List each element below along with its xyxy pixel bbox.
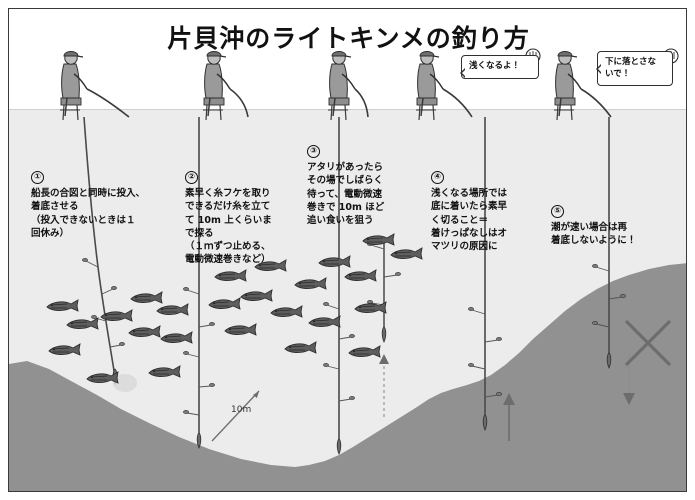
- cross-mark-icon: [624, 319, 672, 367]
- angler-icon: [327, 50, 369, 121]
- step-text-3: アタリがあったら その場でしばらく 待って、電動微速 巻きで 10m ほど 追い…: [307, 162, 385, 227]
- angler-icon: [59, 50, 130, 121]
- step-block-2: ② 素早く糸フケを取り できるだけ糸を立て て 10m 上くらいま で探る （１…: [185, 157, 301, 280]
- angler-icon: [415, 48, 541, 121]
- angler-icon: [553, 48, 679, 121]
- step-block-5: ⑤ 潮が速い場合は再 着底しないように！: [551, 191, 661, 261]
- diagram-frame: 片貝沖のライトキンメの釣り方 浅くなるよ！ 下に落とさな いで！ ① 船長の合図…: [8, 8, 687, 492]
- step-text-5: 潮が速い場合は再 着底しないように！: [551, 222, 637, 247]
- seabed-icon: [9, 263, 686, 491]
- step-number-5: ⑤: [551, 205, 564, 219]
- depth-arrow-icon: [211, 390, 260, 442]
- step-block-4: ④ 浅くなる場所では 底に着いたら素早 く切ること＝ 着けっぱなしはオ マツリの…: [431, 157, 527, 266]
- page-title: 片貝沖のライトキンメの釣り方: [167, 24, 530, 53]
- speech-bubble-dont-drop: 下に落とさな いで！: [596, 51, 673, 86]
- fishing-rig-icon: [82, 116, 137, 392]
- speech-bubble-shallow: 浅くなるよ！: [460, 55, 539, 79]
- step-number-1: ①: [31, 171, 44, 185]
- fishing-rig-icon: [468, 117, 502, 431]
- step-number-4: ④: [431, 171, 444, 185]
- step-block-3: ③ アタリがあったら その場でしばらく 待って、電動微速 巻きで 10m ほど …: [307, 131, 417, 240]
- step-number-2: ②: [185, 171, 198, 185]
- fishing-rig-icon: [183, 117, 215, 449]
- fishing-rig-icon: [323, 117, 355, 455]
- up-arrow-icon: [503, 393, 515, 441]
- step-block-1: ① 船長の合図と同時に投入、 着底させる （投入できないときは１ 回休み）: [31, 157, 153, 253]
- scene-layer: [9, 116, 686, 491]
- step-text-2: 素早く糸フケを取り できるだけ糸を立て て 10m 上くらいま で探る （１ｍず…: [185, 188, 272, 266]
- angler-layer: [59, 48, 679, 121]
- lift-path-icon: [379, 354, 389, 417]
- angler-icon: [202, 50, 249, 121]
- step-number-3: ③: [307, 145, 320, 159]
- depth-label-10m: 10m: [231, 405, 252, 415]
- step-text-4: 浅くなる場所では 底に着いたら素早 く切ること＝ 着けっぱなしはオ マツリの原因…: [431, 188, 508, 253]
- step-text-1: 船長の合図と同時に投入、 着底させる （投入できないときは１ 回休み）: [31, 188, 146, 239]
- fishing-rig-icon: [592, 117, 626, 369]
